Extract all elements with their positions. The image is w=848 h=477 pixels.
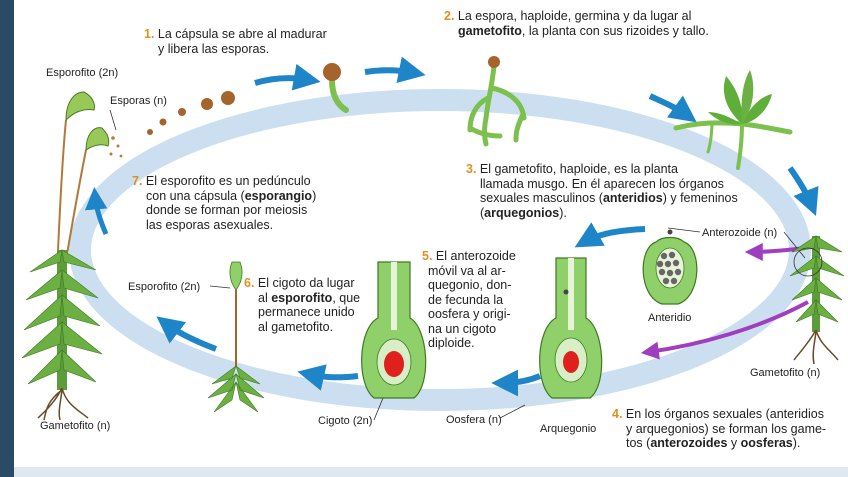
- label-anterozoide: Anterozoide (n): [702, 227, 778, 239]
- step-3-line-3c: ) y femeninos: [662, 191, 738, 205]
- step-7-line-1: El esporofito es un pedúnculo: [142, 174, 311, 188]
- step-7-line-2c: ): [312, 188, 317, 203]
- step-2-term-gametofito: gametofito: [458, 23, 522, 38]
- step-3-number: 3.: [466, 162, 477, 176]
- anteridio-organ: [642, 229, 698, 305]
- cycle-arrow-3: [648, 93, 697, 123]
- spores-trail: [147, 91, 235, 135]
- step-5-line-3: quegonio, don-: [428, 278, 512, 292]
- arquegonio-organ: [539, 257, 603, 399]
- step-7-line-3: donde se forman por meiosis: [146, 203, 308, 217]
- cycle-arrow-8: [156, 316, 218, 352]
- step-6-line-3: permanece unido: [258, 305, 355, 319]
- label-esporofito-top: Esporofito (2n): [46, 67, 119, 79]
- step-3-line-2: llamada musgo. En él aparecen los órgano…: [480, 176, 724, 191]
- step-5-line-1: El anterozoide: [432, 249, 516, 263]
- step-5-line-5: oosfera y origi-: [428, 307, 511, 321]
- fertilisation-organ: [361, 261, 427, 399]
- step-6-line-4: al gametofito.: [258, 319, 334, 334]
- step-7-term-esporangio: esporangio: [244, 188, 313, 203]
- step-1-line-2: y libera las esporas.: [158, 41, 270, 56]
- young-gametophyte: [673, 70, 793, 170]
- cycle-arrow-4: [787, 166, 819, 217]
- step-7-line-2a: con una cápsula (: [146, 188, 245, 203]
- step-5-line-4: de fecunda la: [428, 292, 504, 307]
- step-3-term-arquegonios: arquegonios: [484, 205, 560, 220]
- label-arquegonio: Arquegonio: [540, 423, 597, 435]
- protonema: [467, 56, 527, 147]
- step-7-number: 7.: [132, 174, 143, 188]
- step-4-term-oosferas: oosferas: [740, 436, 793, 450]
- cycle-arrow-1: [254, 63, 321, 91]
- label-gametofito-left: Gametofito (n): [40, 420, 111, 432]
- step-7-line-4: las esporas asexuales.: [146, 217, 274, 232]
- step-6-number: 6.: [244, 276, 255, 290]
- moss-plant-right: [789, 235, 845, 365]
- step-3-line-1: El gametofito, haploide, es la planta: [476, 162, 678, 176]
- step-6-term-esporofito: esporofito: [271, 290, 333, 305]
- cycle-arrow-6: [491, 369, 542, 397]
- label-cigoto: Cigoto (2n): [318, 415, 373, 427]
- step-4-number: 4.: [612, 407, 623, 421]
- cycle-arrow-5: [574, 222, 646, 248]
- cycle-arrow-7: [297, 364, 359, 391]
- cycle-arrow-2: [364, 56, 426, 84]
- step-3-line-3a: sexuales masculinos (: [480, 191, 603, 205]
- step-4-term-anterozoides: anterozoides: [650, 436, 728, 450]
- label-esporofito-mid: Esporofito (2n): [128, 281, 201, 293]
- moss-plant-left: [21, 91, 123, 421]
- step-4-line-1: En los órganos sexuales (anteridios: [622, 407, 824, 421]
- step-7-text: 7. El esporofito es un pedúnculo con una…: [132, 174, 316, 232]
- label-esporas: Esporas (n): [110, 95, 167, 107]
- label-anteridio: Anteridio: [648, 312, 692, 324]
- cycle-arrow-9: [84, 187, 109, 235]
- step-1-line-1: La cápsula se abre al madurar: [154, 27, 327, 41]
- step-6-line-2a: al: [258, 290, 272, 305]
- step-6-text: 6. El cigoto da lugar al esporofito, que…: [244, 276, 360, 334]
- step-6-line-1: El cigoto da lugar: [254, 276, 355, 290]
- step-5-number: 5.: [422, 249, 433, 263]
- step-5-text: 5. El anterozoide móvil va al ar- quegon…: [422, 249, 516, 351]
- step-4-line-2: y arquegonios) se forman los game-: [626, 421, 827, 436]
- left-edge-bar: [0, 0, 14, 477]
- step-6-line-2c: , que: [332, 290, 361, 305]
- label-gametofito-right: Gametofito (n): [750, 367, 821, 379]
- purple-arrow-oosfera: [640, 300, 809, 360]
- step-2-number: 2.: [444, 9, 455, 23]
- step-1-number: 1.: [144, 27, 155, 41]
- step-3-line-4a: (: [480, 205, 485, 220]
- step-5-line-6: na un cigoto: [428, 321, 497, 336]
- cycle-arrows: [84, 56, 819, 397]
- step-4-line-3a: tos (: [626, 436, 651, 450]
- step-2-line-1: La espora, haploide, germina y da lugar …: [454, 9, 692, 23]
- step-4-text: 4. En los órganos sexuales (anteridios y…: [612, 407, 826, 451]
- bottom-strip: [14, 467, 848, 477]
- step-3-line-4c: ).: [559, 205, 567, 220]
- step-5-line-7: diploide.: [428, 336, 475, 350]
- step-3-text: 3. El gametofito, haploide, es la planta…: [466, 162, 738, 220]
- step-2-text: 2. La espora, haploide, germina y da lug…: [444, 9, 709, 38]
- young-sporophyte: [207, 261, 265, 413]
- step-3-term-anteridios: anteridios: [602, 191, 663, 205]
- step-4-line-3e: ).: [792, 436, 801, 450]
- step-5-line-2: móvil va al ar-: [428, 263, 506, 278]
- label-oosfera: Oosfera (n): [446, 414, 502, 426]
- step-4-line-3c: y: [727, 436, 741, 450]
- germinating-spore: [323, 63, 349, 113]
- step-1-text: 1. La cápsula se abre al madurar y liber…: [144, 27, 327, 56]
- step-2-line-2: , la planta con sus rizoides y tallo.: [521, 23, 709, 38]
